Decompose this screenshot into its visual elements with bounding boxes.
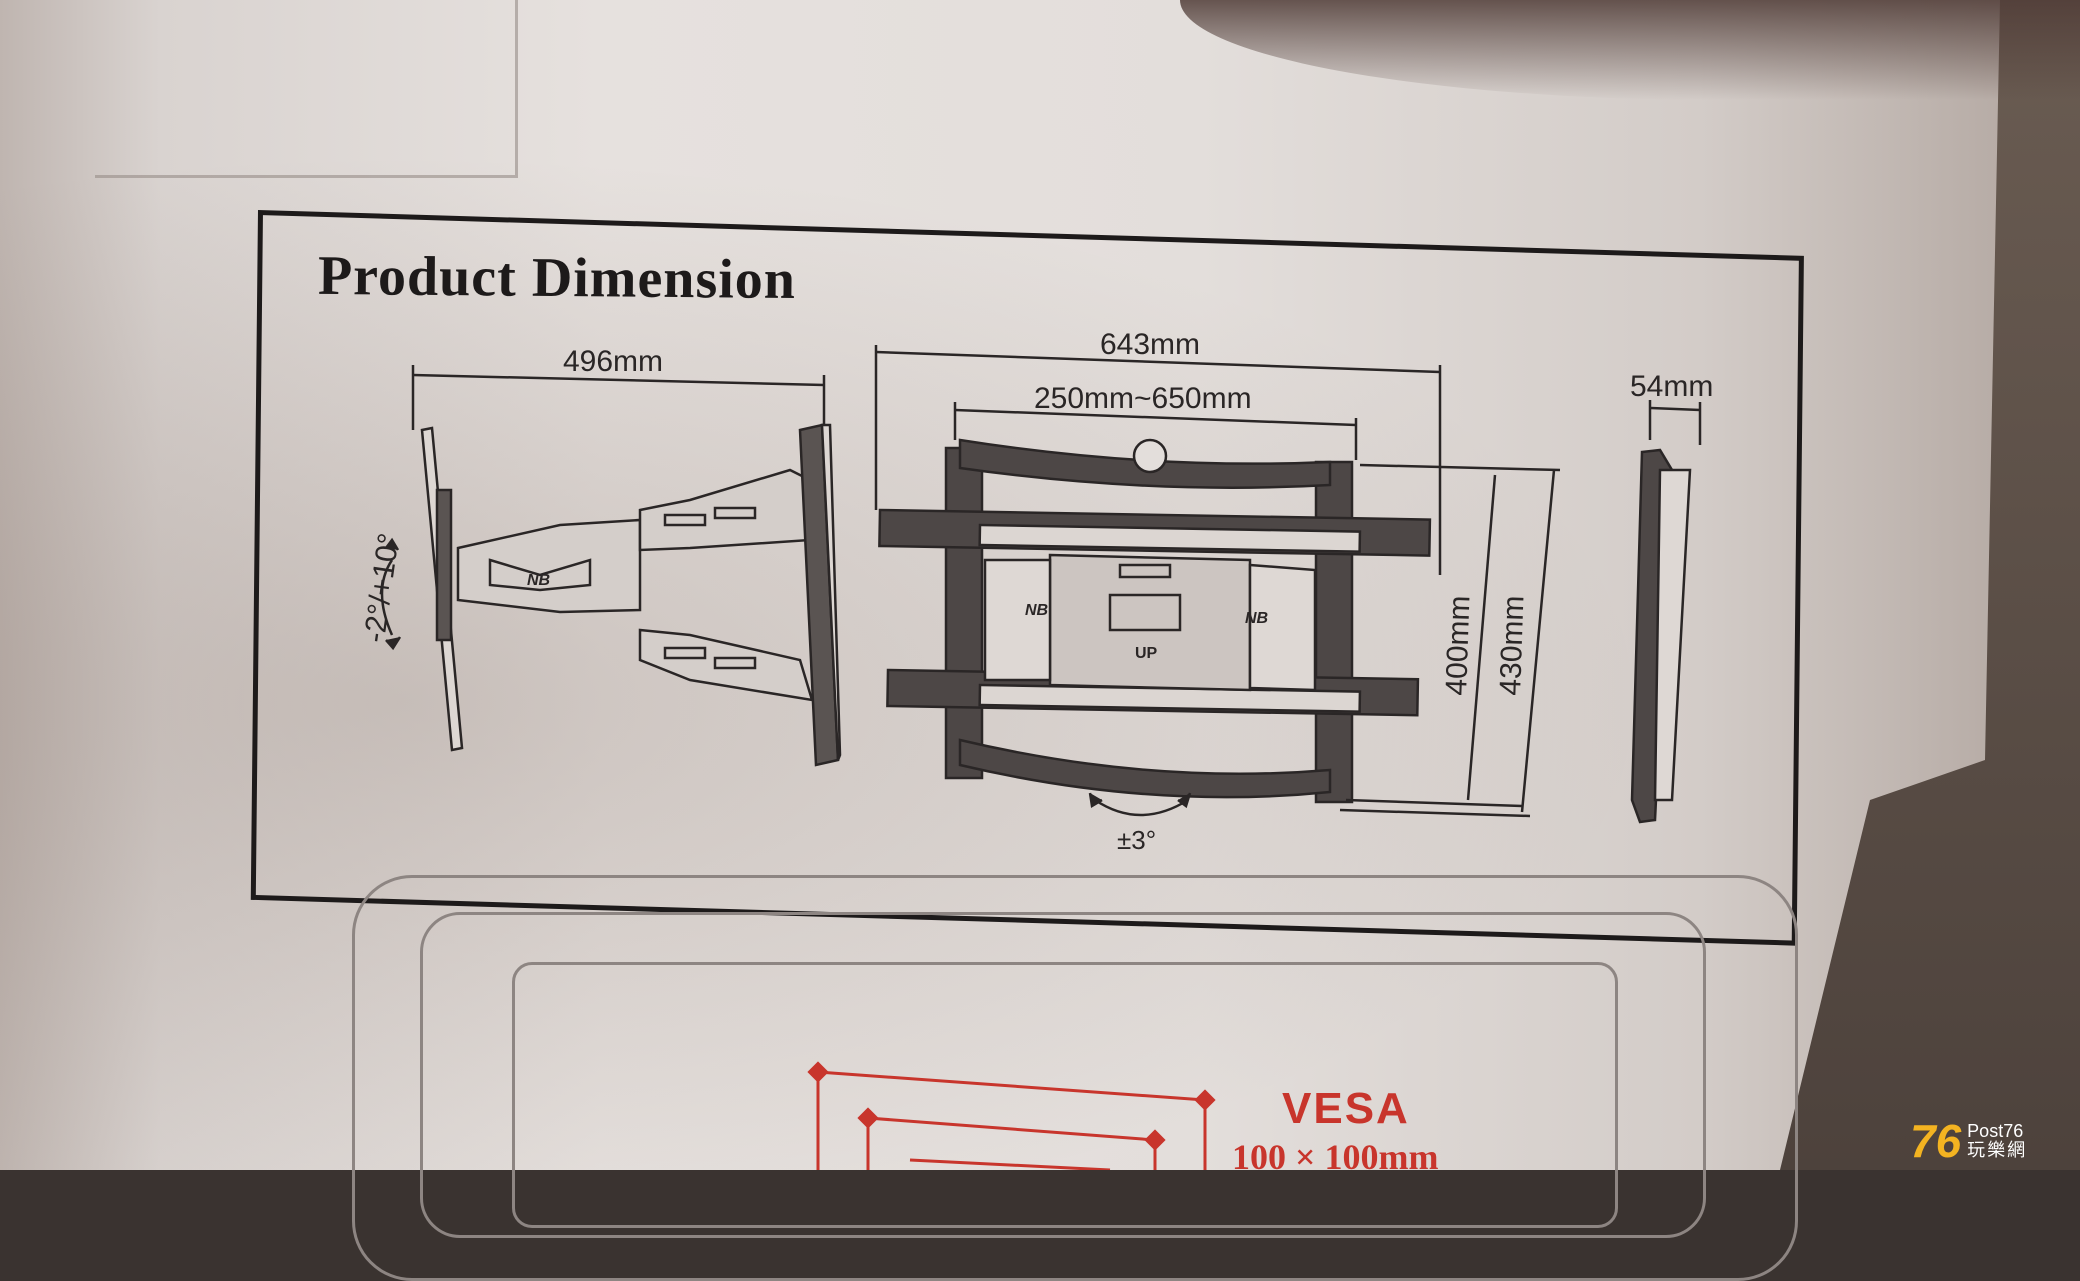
brand-mark-left: NB — [1025, 602, 1049, 619]
watermark-logo-number: 76 — [1910, 1115, 1962, 1167]
vesa-hole-diagram — [807, 1061, 1216, 1170]
dim-label-profile-depth: 54mm — [1630, 370, 1714, 403]
up-mark: UP — [1135, 645, 1158, 662]
vesa-title: VESA — [1282, 1084, 1410, 1133]
vesa-size: 100 × 100mm — [1232, 1137, 1439, 1177]
dim-label-rotation: ±3° — [1117, 825, 1157, 855]
box-flap-crease — [95, 0, 518, 178]
bracket-technical-drawing — [380, 345, 1702, 824]
watermark-line1: Post76 — [1967, 1121, 2024, 1142]
brand-mark-side: NB — [527, 572, 551, 589]
brand-mark-right: NB — [1245, 610, 1269, 627]
dim-label-depth: 496mm — [563, 345, 664, 378]
watermark-line2: 玩樂網 — [1967, 1140, 2028, 1160]
dim-label-width: 643mm — [1100, 328, 1201, 361]
site-watermark: 76 Post76 玩樂網 — [1910, 1118, 2027, 1164]
dim-label-hole-span: 250mm~650mm — [1034, 382, 1252, 415]
